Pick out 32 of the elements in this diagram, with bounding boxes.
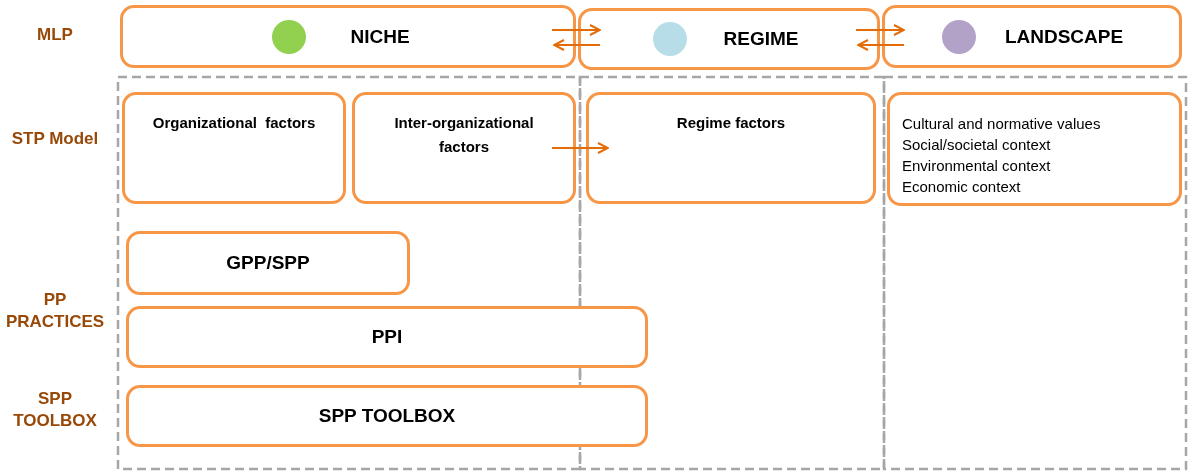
box-title: PPI — [371, 325, 403, 349]
factor-box — [887, 92, 1182, 206]
box-title: GPP/SPP — [226, 251, 310, 275]
arrow — [857, 39, 904, 51]
factor-box — [126, 306, 648, 368]
arrow — [856, 24, 905, 36]
box-title: LANDSCAPE — [1004, 24, 1124, 49]
box-title: Organizational factors — [152, 113, 316, 133]
arrow — [552, 24, 601, 36]
factor-box — [352, 92, 576, 204]
factor-box — [126, 231, 410, 295]
arrow — [552, 142, 609, 154]
row-label: SPP TOOLBOX — [12, 388, 98, 432]
box-title: NICHE — [349, 24, 411, 49]
level-box — [578, 8, 880, 70]
context-item: Environmental context — [902, 156, 1052, 176]
level-box — [882, 5, 1182, 68]
context-item: Economic context — [902, 177, 1022, 197]
level-box — [120, 5, 576, 68]
box-title: Regime factors — [676, 113, 786, 133]
context-item: Cultural and normative values — [902, 114, 1102, 134]
factor-box — [586, 92, 876, 204]
row-label: MLP — [36, 24, 74, 46]
row-label: PP PRACTICES — [4, 289, 106, 333]
factor-box — [122, 92, 346, 204]
box-title: REGIME — [722, 27, 800, 51]
row-label: STP Model — [10, 128, 100, 150]
factor-box — [126, 385, 648, 447]
box-title: SPP TOOLBOX — [318, 404, 456, 428]
context-item: Social/societal context — [902, 135, 1052, 155]
box-title: Inter-organizational factors — [393, 113, 535, 157]
arrow — [553, 39, 600, 51]
